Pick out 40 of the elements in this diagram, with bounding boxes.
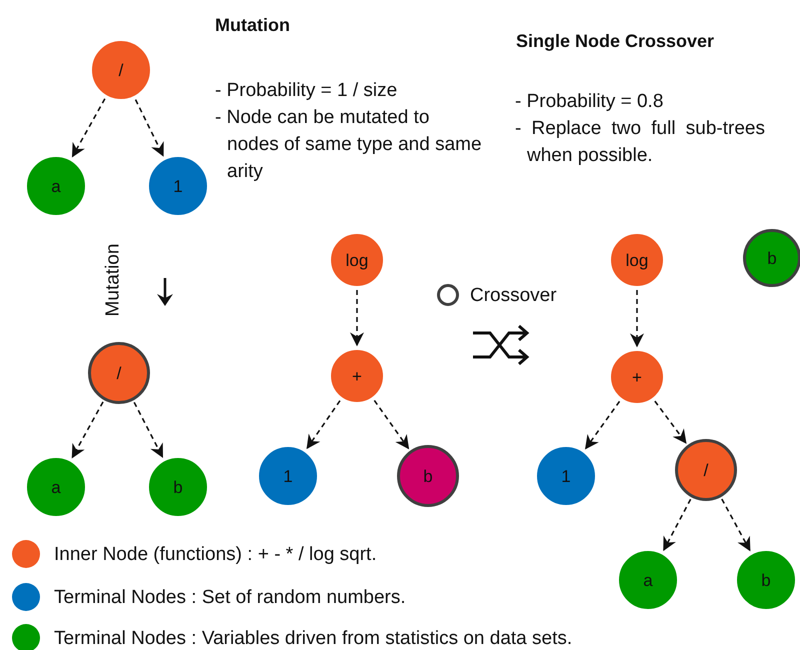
arrow [134, 99, 164, 157]
note-text: - Probability = 0.8 [515, 90, 664, 114]
node-label: 1 [561, 468, 571, 484]
arrow [72, 98, 106, 158]
node-label: / [118, 62, 124, 78]
node-label: b [767, 250, 777, 266]
node-label: 1 [173, 178, 183, 194]
note-text: - Node can be mutated to nodes of same type and same arity [215, 106, 483, 184]
heading: Single Node Crossover [516, 30, 716, 53]
arrow [72, 402, 104, 458]
node-label: + [352, 368, 362, 384]
arrow [350, 290, 364, 346]
node-label: a [643, 572, 653, 588]
node-label: b [761, 572, 771, 588]
legend-label: Terminal Nodes : Set of random numbers. [54, 586, 406, 610]
rotated-label: Mutation [102, 244, 124, 316]
legend-label: Terminal Nodes : Variables driven from statistics on data sets. [54, 627, 572, 650]
arrow [663, 498, 692, 552]
arrow [133, 402, 164, 458]
note-text: - Replace two full sub-trees when possible. [515, 117, 765, 168]
legend-label: Crossover [470, 284, 557, 308]
arrow [630, 290, 644, 348]
node-label: b [423, 468, 433, 484]
node-label: / [116, 364, 122, 382]
arrow [721, 498, 750, 552]
node-label: log [626, 252, 648, 268]
node-label: + [632, 368, 642, 386]
node-label: a [51, 178, 61, 194]
node-label: a [51, 478, 61, 496]
node-label: b [173, 478, 183, 496]
node-label: / [704, 462, 708, 478]
arrow [306, 400, 341, 450]
note-text: - Probability = 1 / size [215, 79, 398, 103]
legend-label: Inner Node (functions) : + - * / log sqrt. [54, 543, 377, 567]
heading: Mutation [215, 14, 291, 37]
node-label: log [346, 252, 368, 268]
node-label: 1 [283, 468, 293, 484]
arrow [585, 400, 620, 450]
arrow [654, 400, 687, 444]
arrow [374, 400, 410, 450]
